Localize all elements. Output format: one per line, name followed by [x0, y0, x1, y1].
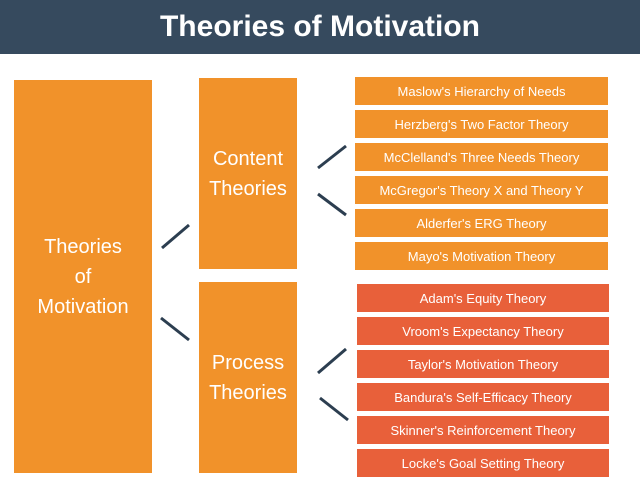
process-item: Vroom's Expectancy Theory: [357, 317, 609, 345]
process-item: Adam's Equity Theory: [357, 284, 609, 312]
root-line: of: [74, 265, 92, 288]
content-item: McClelland's Three Needs Theory: [355, 143, 608, 171]
node-line: Theories: [209, 381, 287, 404]
content-item: Maslow's Hierarchy of Needs: [355, 77, 608, 105]
process-item: Taylor's Motivation Theory: [357, 350, 609, 378]
process-item: Bandura's Self-Efficacy Theory: [357, 383, 609, 411]
root-line: Motivation: [37, 295, 129, 318]
content-item: McGregor's Theory X and Theory Y: [355, 176, 608, 204]
connector-line: [317, 192, 347, 217]
content-item: Alderfer's ERG Theory: [355, 209, 608, 237]
node-line: Process: [211, 351, 285, 374]
process-item: Locke's Goal Setting Theory: [357, 449, 609, 477]
process-item: Skinner's Reinforcement Theory: [357, 416, 609, 444]
connector-line: [161, 223, 190, 250]
page-title: Theories of Motivation: [0, 0, 640, 54]
connector-line: [160, 316, 190, 342]
connector-line: [317, 144, 347, 170]
content-item: Mayo's Motivation Theory: [355, 242, 608, 270]
node-line: Content: [212, 147, 284, 170]
connector-line: [319, 396, 349, 422]
connector-line: [317, 347, 347, 375]
content-item: Herzberg's Two Factor Theory: [355, 110, 608, 138]
root-line: Theories: [44, 235, 122, 258]
node-line: Theories: [209, 177, 287, 200]
